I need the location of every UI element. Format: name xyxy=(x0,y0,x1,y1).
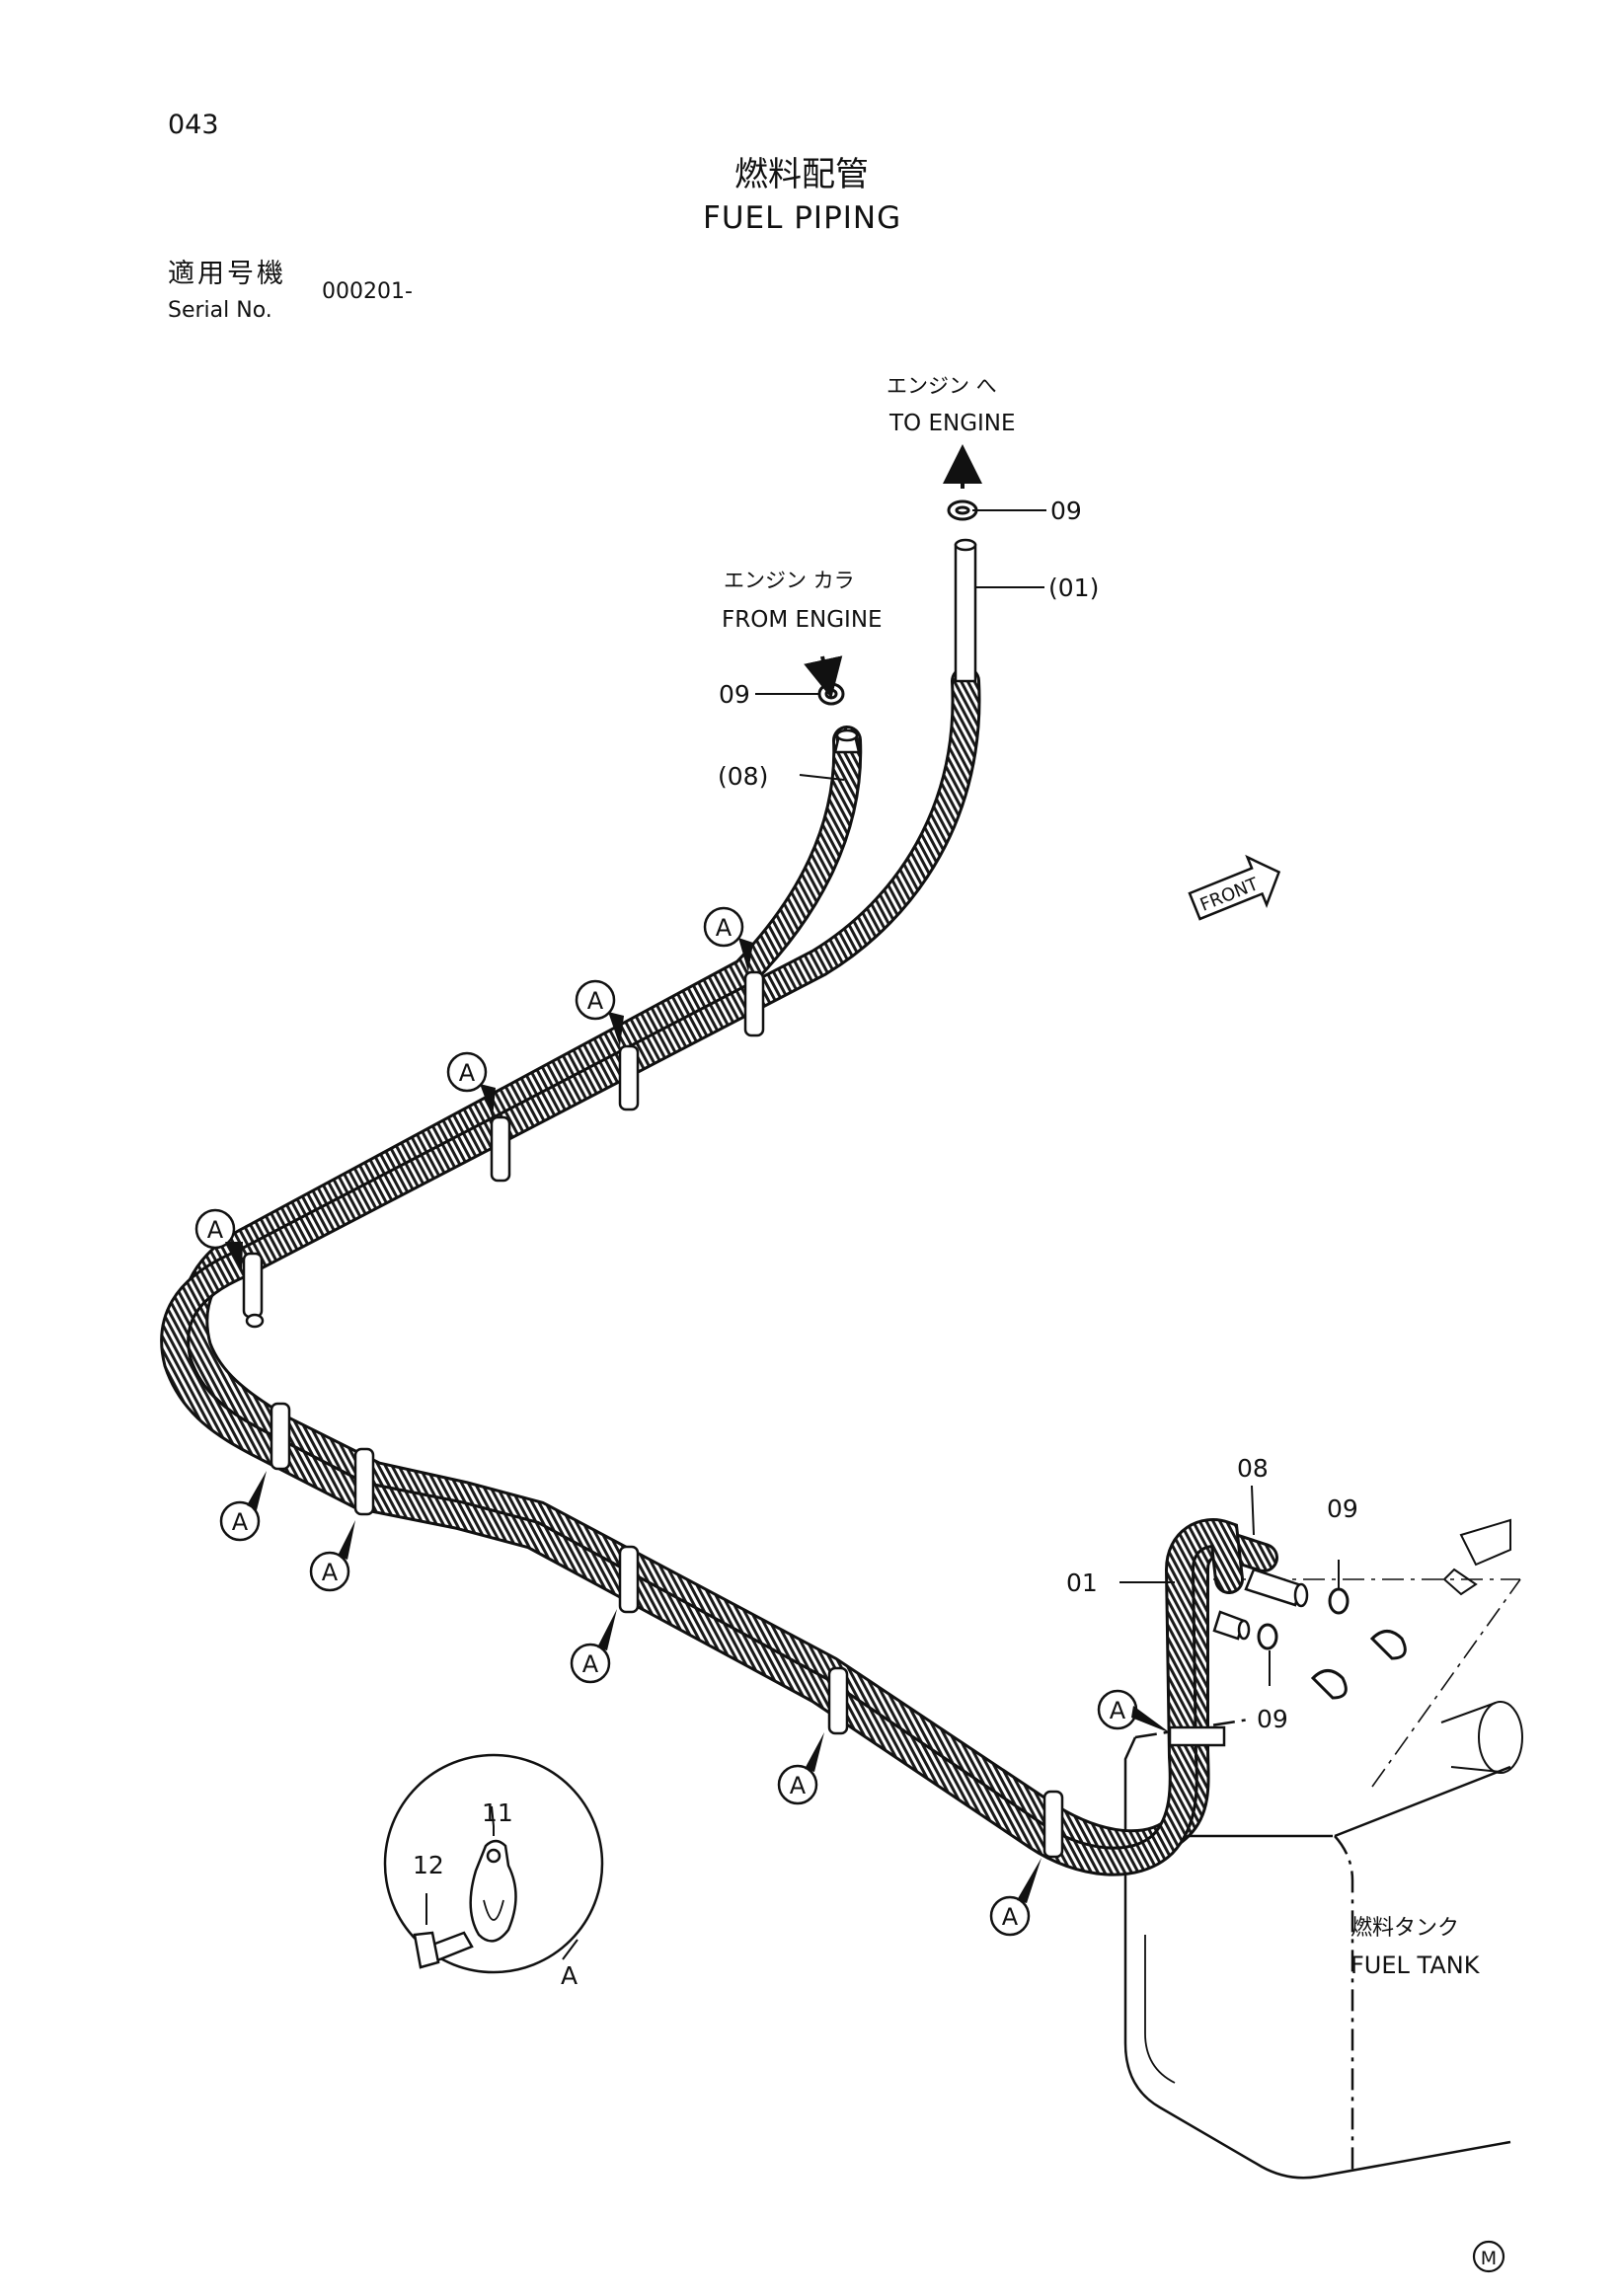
fuel-tank-label-ja: 燃料タンク xyxy=(1350,1916,1459,1941)
front-direction-arrow: FRONT xyxy=(1188,854,1281,921)
part-08-ref-label: (08) xyxy=(718,762,768,791)
title-english: FUEL PIPING xyxy=(703,200,902,236)
clamp-marker: A xyxy=(309,1520,355,1592)
part-09-label: 09 xyxy=(1257,1705,1288,1733)
serial-label-english: Serial No. xyxy=(168,298,272,323)
detail-view-a xyxy=(383,1753,604,1974)
clamp-marker: A xyxy=(446,1051,496,1118)
svg-text:A: A xyxy=(1110,1697,1126,1724)
fuel-tank-label-en: FUEL TANK xyxy=(1350,1952,1481,1979)
detail-a-label: A xyxy=(561,1961,578,1990)
clamp-markers: A A A A A A A xyxy=(194,906,1171,1937)
hose-clamps xyxy=(242,970,1226,1859)
part-01-label: 01 xyxy=(1066,1569,1098,1597)
clamp-marker: A xyxy=(570,1609,617,1684)
svg-text:A: A xyxy=(459,1059,476,1087)
hose-ends xyxy=(833,538,1309,1641)
flow-arrows xyxy=(804,444,982,699)
to-engine-label-ja: エンジン へ xyxy=(887,374,997,398)
svg-text:A: A xyxy=(322,1559,339,1586)
page-number: 043 xyxy=(168,110,219,140)
annotations: エンジン へ TO ENGINE エンジン カラ FROM ENGINE 09 … xyxy=(413,374,1505,2273)
clamp-part xyxy=(469,1839,517,1943)
part-09-label: 09 xyxy=(719,680,750,709)
clamp-marker: A xyxy=(194,1208,243,1271)
return-hose-08 xyxy=(179,726,1278,1860)
clamp-marker: A xyxy=(1097,1689,1171,1733)
part-01-ref-label: (01) xyxy=(1048,574,1099,602)
part-09-label: 09 xyxy=(1050,497,1082,525)
title-japanese: 燃料配管 xyxy=(734,155,869,194)
clamp-marker: A xyxy=(703,906,753,972)
clamp-marker: A xyxy=(575,979,624,1046)
svg-text:A: A xyxy=(1002,1903,1019,1931)
m-mark-text: M xyxy=(1481,2248,1497,2269)
svg-text:A: A xyxy=(716,914,733,942)
clamp-marker: A xyxy=(989,1858,1041,1937)
clamp-marker: A xyxy=(777,1732,824,1805)
svg-text:A: A xyxy=(587,987,604,1015)
svg-text:A: A xyxy=(790,1772,807,1799)
m-mark xyxy=(1472,2240,1505,2273)
clamp-marker: A xyxy=(219,1471,267,1542)
part-09-label: 09 xyxy=(1327,1494,1358,1523)
from-engine-label-en: FROM ENGINE xyxy=(722,607,883,633)
supply-hose-01 xyxy=(160,666,1244,1876)
leader-lines xyxy=(755,509,1340,1686)
part-11-label: 11 xyxy=(482,1799,513,1827)
from-engine-label-ja: エンジン カラ xyxy=(724,569,855,592)
part-12-label: 12 xyxy=(413,1851,444,1879)
svg-text:A: A xyxy=(232,1508,249,1536)
serial-number-value: 000201- xyxy=(322,279,413,304)
svg-text:A: A xyxy=(207,1216,224,1244)
hose-clips-09 xyxy=(817,499,1407,1700)
svg-text:A: A xyxy=(582,1650,599,1678)
to-engine-label-en: TO ENGINE xyxy=(888,411,1016,436)
serial-label-japanese: 適用号機 xyxy=(168,259,286,289)
part-08-label: 08 xyxy=(1237,1454,1269,1483)
